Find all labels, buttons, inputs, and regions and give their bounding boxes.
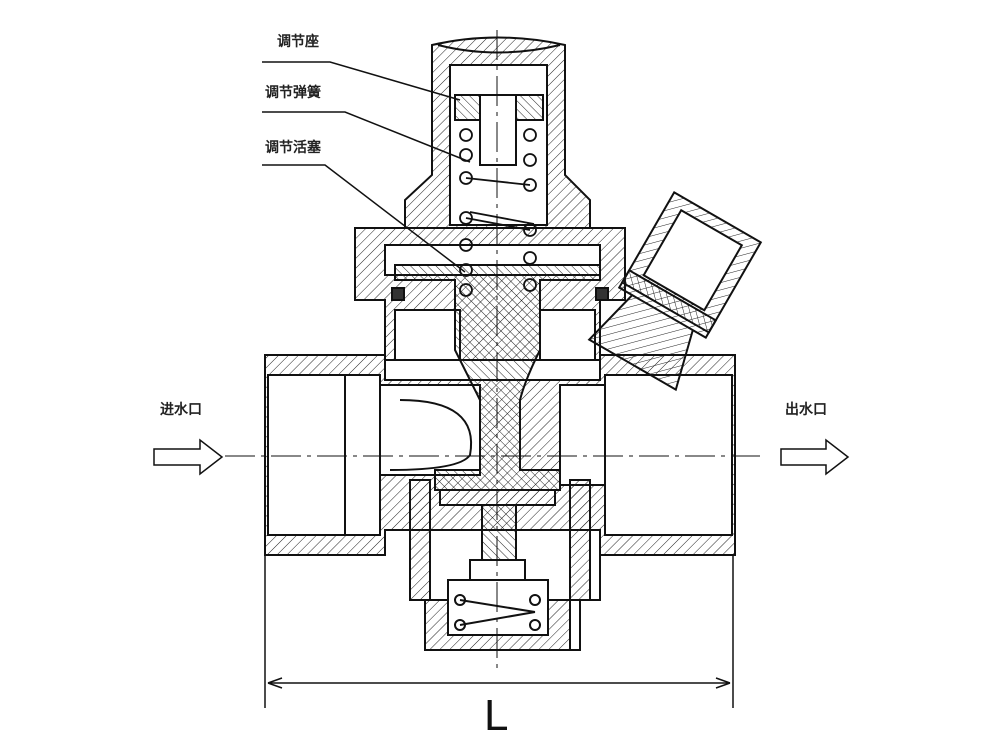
inlet-label: 进水口 [160, 401, 202, 418]
centerlines [225, 30, 760, 668]
valve-body [264, 354, 736, 556]
pressure-gauge-port [587, 191, 763, 392]
bottom-cap [385, 479, 601, 651]
leader-lines [262, 61, 471, 273]
callout-adjusting-seat: 调节座 [277, 33, 319, 50]
outlet-arrow-icon [780, 438, 850, 476]
callout-adjusting-spring: 调节弹簧 [265, 84, 321, 101]
adjusting-seat-housing [404, 36, 591, 229]
outlet-label: 出水口 [785, 401, 827, 418]
adjusting-spring [459, 128, 537, 297]
callout-adjusting-piston: 调节活塞 [265, 139, 322, 156]
inlet-arrow-icon [153, 438, 224, 476]
dimension-line [264, 555, 734, 708]
length-dimension-label: L [484, 691, 508, 740]
